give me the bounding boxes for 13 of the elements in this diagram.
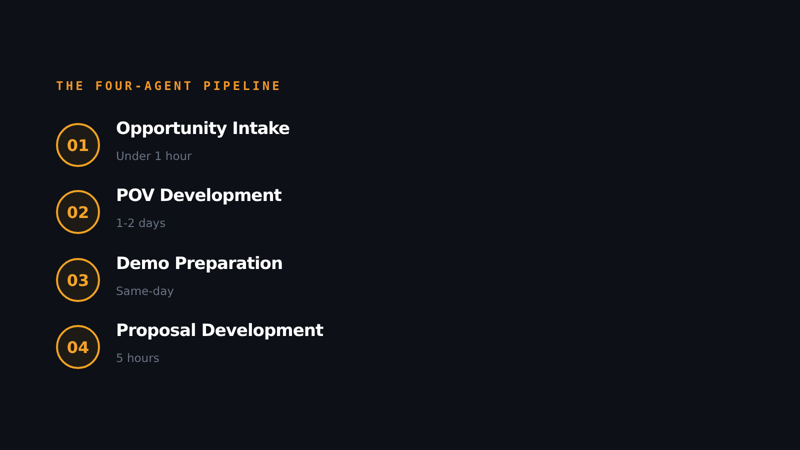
step-title: Demo Preparation xyxy=(116,253,283,275)
duration-text: 5 hours xyxy=(116,351,160,365)
step-number: 04 xyxy=(56,325,100,369)
duration-text: 1-2 days xyxy=(116,216,166,230)
title: THE FOUR-AGENT PIPELINE xyxy=(56,78,282,94)
step-number: 02 xyxy=(56,190,100,234)
duration-text: Same-day xyxy=(116,284,174,298)
duration-text: Under 1 hour xyxy=(116,149,192,163)
step-number: 03 xyxy=(56,258,100,302)
step-title: Proposal Development xyxy=(116,320,324,342)
step-title: POV Development xyxy=(116,185,282,207)
step-title: Opportunity Intake xyxy=(116,118,290,140)
step-number: 01 xyxy=(56,123,100,167)
